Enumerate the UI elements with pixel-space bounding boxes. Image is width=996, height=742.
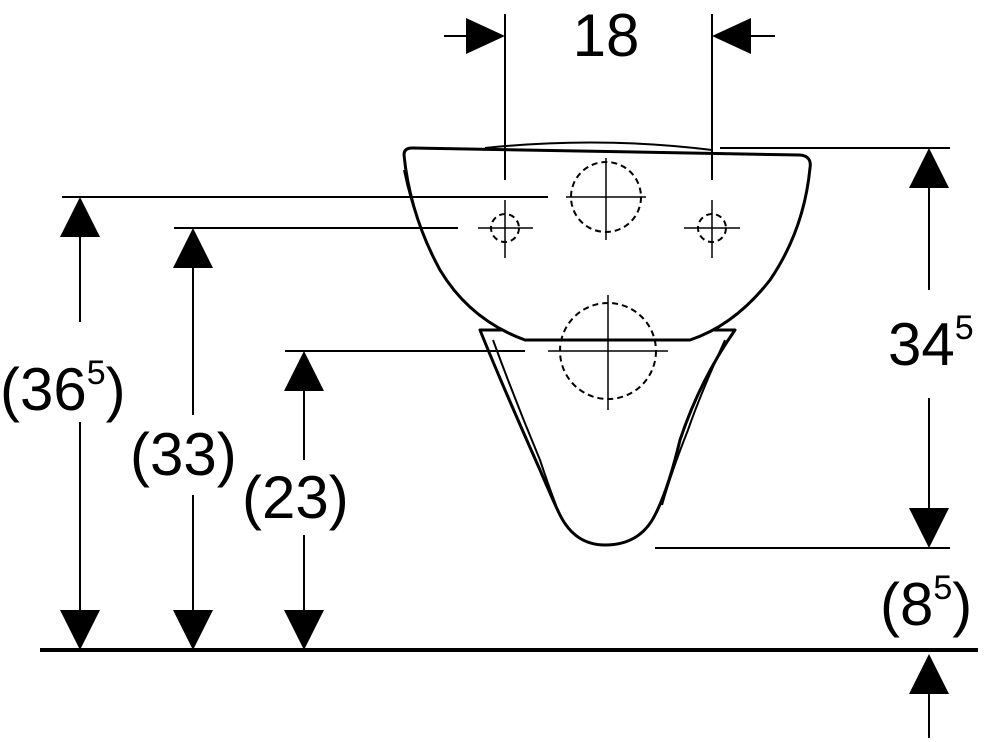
dimension-33: (33): [130, 227, 458, 650]
drain-hole-lower: [548, 295, 668, 410]
dimension-18: 18: [444, 2, 775, 180]
toilet-outline: [402, 141, 812, 547]
dimension-23-label: (23): [242, 464, 349, 531]
dimension-34-5-label: 345: [888, 309, 974, 378]
dimension-8-5-label: (85): [880, 569, 972, 638]
drain-hole-upper: [566, 158, 646, 240]
fixing-hole-right: [684, 200, 740, 258]
dimension-23: (23): [242, 350, 525, 650]
dimension-36-5: (365): [0, 196, 548, 650]
dimension-33-label: (33): [130, 421, 237, 488]
fixing-hole-left: [478, 200, 533, 258]
dimension-36-5-label: (365): [0, 354, 126, 423]
dimension-8-5: (85): [880, 569, 972, 738]
dimension-34-5: 345: [655, 147, 974, 549]
dimension-18-label: 18: [573, 2, 640, 69]
